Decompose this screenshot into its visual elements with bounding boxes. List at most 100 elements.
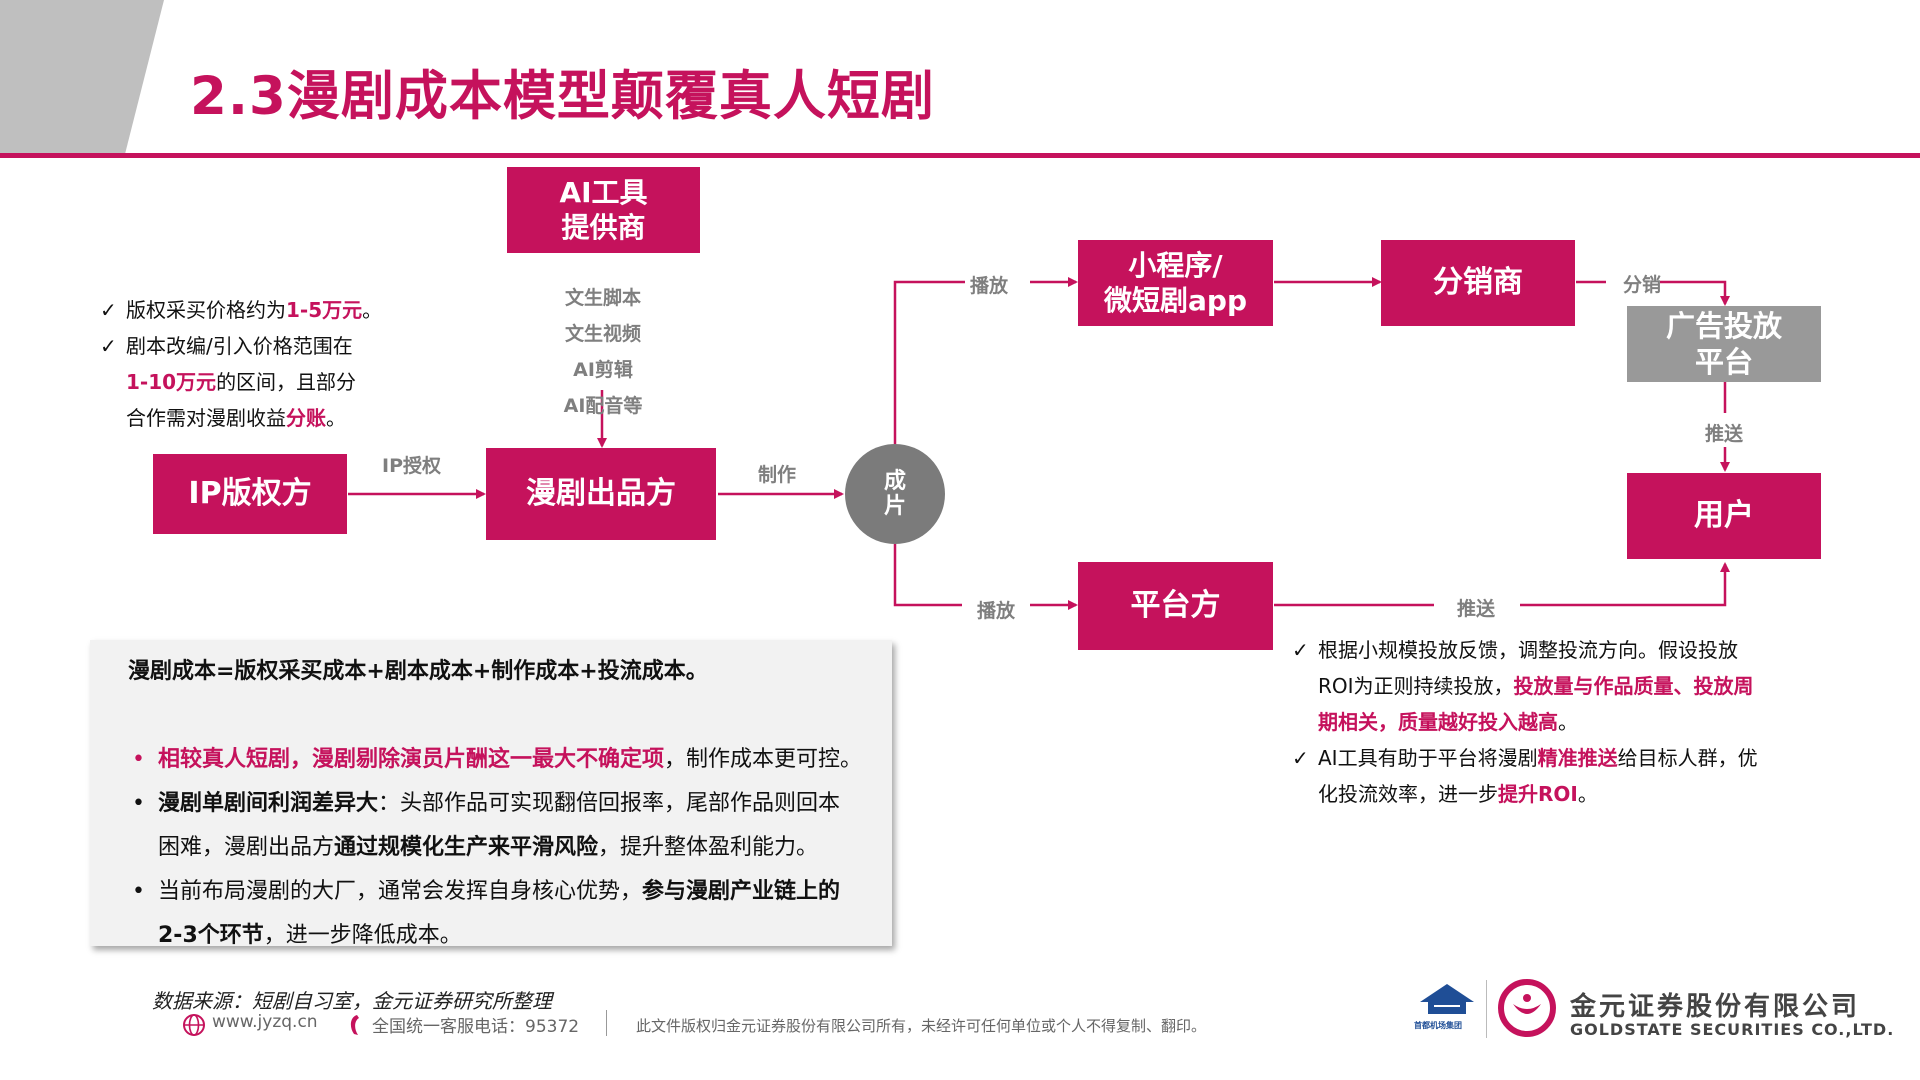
text-run: 。 [1577, 782, 1598, 806]
edge-label-distribute: 分销 [1623, 274, 1662, 296]
text-run: 剧本改编/引入价格范围在 [126, 334, 353, 358]
edge-label-make: 制作 [758, 464, 797, 486]
node-ad-platform: 广告投放 平台 [1627, 306, 1821, 382]
cost-summary-box: 漫剧成本=版权采买成本+剧本成本+制作成本+投流成本。 • 相较真人短剧，漫剧剔除… [90, 640, 892, 948]
node-ai-tool-line2: 提供商 [561, 211, 646, 244]
node-platform: 平台方 [1078, 562, 1273, 650]
node-finished-line1: 成 [883, 468, 906, 494]
text-run: 给目标人群，优 [1617, 746, 1758, 770]
text-run: 投放量与作品质量、投放周 [1513, 674, 1754, 698]
edge-label-play-bottom: 播放 [977, 600, 1016, 622]
text-run: ，制作成本更可控。 [664, 747, 863, 772]
text-run: ROI为正则持续投放， [1318, 674, 1514, 698]
cost-bullets: • 相较真人短剧，漫剧剔除演员片酬这一最大不确定项，制作成本更可控。 • 漫剧单剧间利… [128, 738, 868, 958]
text-run: ，提升整体盈利能力。 [598, 835, 819, 860]
text-run: 2-3个环节 [158, 923, 264, 948]
footer-divider [606, 1010, 607, 1036]
text-run: 通过规模化生产来平滑风险 [334, 835, 599, 860]
footer-hotline: 全国统一客服电话：95372 [372, 1017, 580, 1037]
text-run: 。 [326, 406, 346, 430]
text-run: 的区间，且部分 [216, 370, 357, 394]
node-distributor: 分销商 [1381, 240, 1575, 326]
cost-bullet-line: 相较真人短剧，漫剧剔除演员片酬这一最大不确定项，制作成本更可控。 [158, 738, 868, 782]
title-rule [0, 153, 1920, 158]
note-line: ✓ 剧本改编/引入价格范围在 [100, 328, 382, 364]
text-run: 合作需对漫剧收益 [126, 406, 286, 430]
note-line: ✓版权采买价格约为1-5万元。 [100, 292, 382, 328]
text-run: 相较真人短剧，漫剧剔除演员片酬这一最大不确定项 [158, 747, 665, 772]
text-run: 当前布局漫剧的大厂，通常会发挥自身核心优势， [158, 879, 643, 904]
node-platform-label: 平台方 [1130, 588, 1221, 624]
data-source: 数据来源：短剧自习室，金元证券研究所整理 [152, 989, 552, 1013]
node-miniprogram: 小程序/ 微短剧app [1078, 240, 1273, 326]
globe-icon [183, 1014, 205, 1036]
node-ip-owner: IP版权方 [153, 454, 347, 534]
text-run: 提升ROI [1498, 782, 1578, 806]
node-finished-film: 成 片 [845, 444, 945, 544]
text-run: 漫剧单剧间利润差异大 [158, 791, 379, 816]
cost-formula: 漫剧成本=版权采买成本+剧本成本+制作成本+投流成本。 [128, 659, 708, 684]
text-run: 参与漫剧产业链上的 [642, 879, 841, 904]
text-run: ：头部作品可实现翻倍回报率，尾部作品则回本 [378, 791, 841, 816]
edge-label-push-bottom: 推送 [1457, 598, 1496, 620]
node-ai-tool-line1: AI工具 [559, 176, 648, 209]
ai-tool-item: AI剪辑 [573, 359, 633, 381]
text-run: 分账 [286, 406, 326, 430]
bullet-dot-icon: • [132, 879, 145, 904]
node-miniprogram-line1: 小程序/ [1128, 249, 1223, 282]
ai-tool-item: 文生视频 [564, 323, 641, 345]
cost-bullet-line: 2-3个环节，进一步降低成本。 [158, 914, 868, 958]
node-ai-tool-provider: AI工具 提供商 [507, 167, 700, 253]
node-ad-line1: 广告投放 [1665, 308, 1782, 343]
goldstate-logo-icon [1498, 979, 1556, 1037]
node-producer-label: 漫剧出品方 [526, 476, 676, 512]
check-icon: ✓ [100, 334, 117, 358]
note-line: ✓根据小规模投放反馈，调整投流方向。假设投放 [1292, 632, 1758, 668]
node-finished-line2: 片 [883, 494, 906, 519]
note-line: 1-10万元的区间，且部分 [100, 364, 382, 400]
company-name-en: GOLDSTATE SECURITIES CO.,LTD. [1570, 1020, 1895, 1039]
ai-tool-item: AI配音等 [563, 395, 643, 417]
footer-website[interactable]: www.jyzq.cn [212, 1012, 318, 1032]
text-run: 困难，漫剧出品方 [158, 835, 335, 860]
capital-airports-logo [1420, 984, 1474, 1014]
note-line: 化投流效率，进一步提升ROI。 [1292, 776, 1758, 812]
text-run: 期相关，质量越好投入越高 [1318, 710, 1558, 734]
text-run: 。 [1558, 710, 1578, 734]
page-title: 2.3漫剧成本模型颠覆真人短剧 [190, 66, 935, 127]
edge-label-play-top: 播放 [970, 275, 1009, 297]
logo-divider [1486, 980, 1487, 1038]
node-miniprogram-line2: 微短剧app [1104, 284, 1247, 317]
bullet-dot-icon: • [132, 747, 145, 772]
note-line: 合作需对漫剧收益分账。 [100, 400, 382, 436]
cost-bullet-item: • 相较真人短剧，漫剧剔除演员片酬这一最大不确定项，制作成本更可控。 [128, 738, 868, 782]
edge-label-ip-auth: IP授权 [382, 455, 441, 477]
cost-bullet-line: 困难，漫剧出品方通过规模化生产来平滑风险，提升整体盈利能力。 [158, 826, 868, 870]
partner-name: 首都机场集团 [1414, 1021, 1462, 1030]
text-run: AI工具有助于平台将漫剧 [1318, 746, 1538, 770]
bullet-dot-icon: • [132, 791, 145, 816]
left-notes: ✓版权采买价格约为1-5万元。 ✓ 剧本改编/引入价格范围在 1-10万元的区间，且部… [100, 292, 382, 436]
text-run: 版权采买价格约为 [126, 298, 286, 322]
note-line: ROI为正则持续投放，投放量与作品质量、投放周 [1292, 668, 1758, 704]
phone-icon [350, 1015, 359, 1035]
check-icon: ✓ [1292, 746, 1309, 770]
text-run: 1-5万元 [286, 298, 363, 322]
ai-tool-item: 文生脚本 [564, 287, 641, 309]
note-line: 期相关，质量越好投入越高。 [1292, 704, 1758, 740]
header-decoration [0, 0, 164, 158]
cost-bullet-line: 漫剧单剧间利润差异大：头部作品可实现翻倍回报率，尾部作品则回本 [158, 782, 868, 826]
node-ip-owner-label: IP版权方 [188, 476, 312, 512]
text-run: 精准推送 [1537, 746, 1618, 770]
node-ad-line2: 平台 [1694, 345, 1753, 379]
check-icon: ✓ [1292, 638, 1309, 662]
cost-bullet-line: 当前布局漫剧的大厂，通常会发挥自身核心优势，参与漫剧产业链上的 [158, 870, 868, 914]
node-producer: 漫剧出品方 [486, 448, 716, 540]
company-name-cn: 金元证券股份有限公司 [1570, 992, 1861, 1022]
note-line: ✓ AI工具有助于平台将漫剧精准推送给目标人群，优 [1292, 740, 1758, 776]
node-user-label: 用户 [1694, 498, 1754, 534]
text-run: 。 [362, 298, 383, 322]
edge-label-push-right: 推送 [1705, 423, 1744, 445]
footer-disclaimer: 此文件版权归金元证券股份有限公司所有，未经许可任何单位或个人不得复制、翻印。 [636, 1017, 1207, 1035]
